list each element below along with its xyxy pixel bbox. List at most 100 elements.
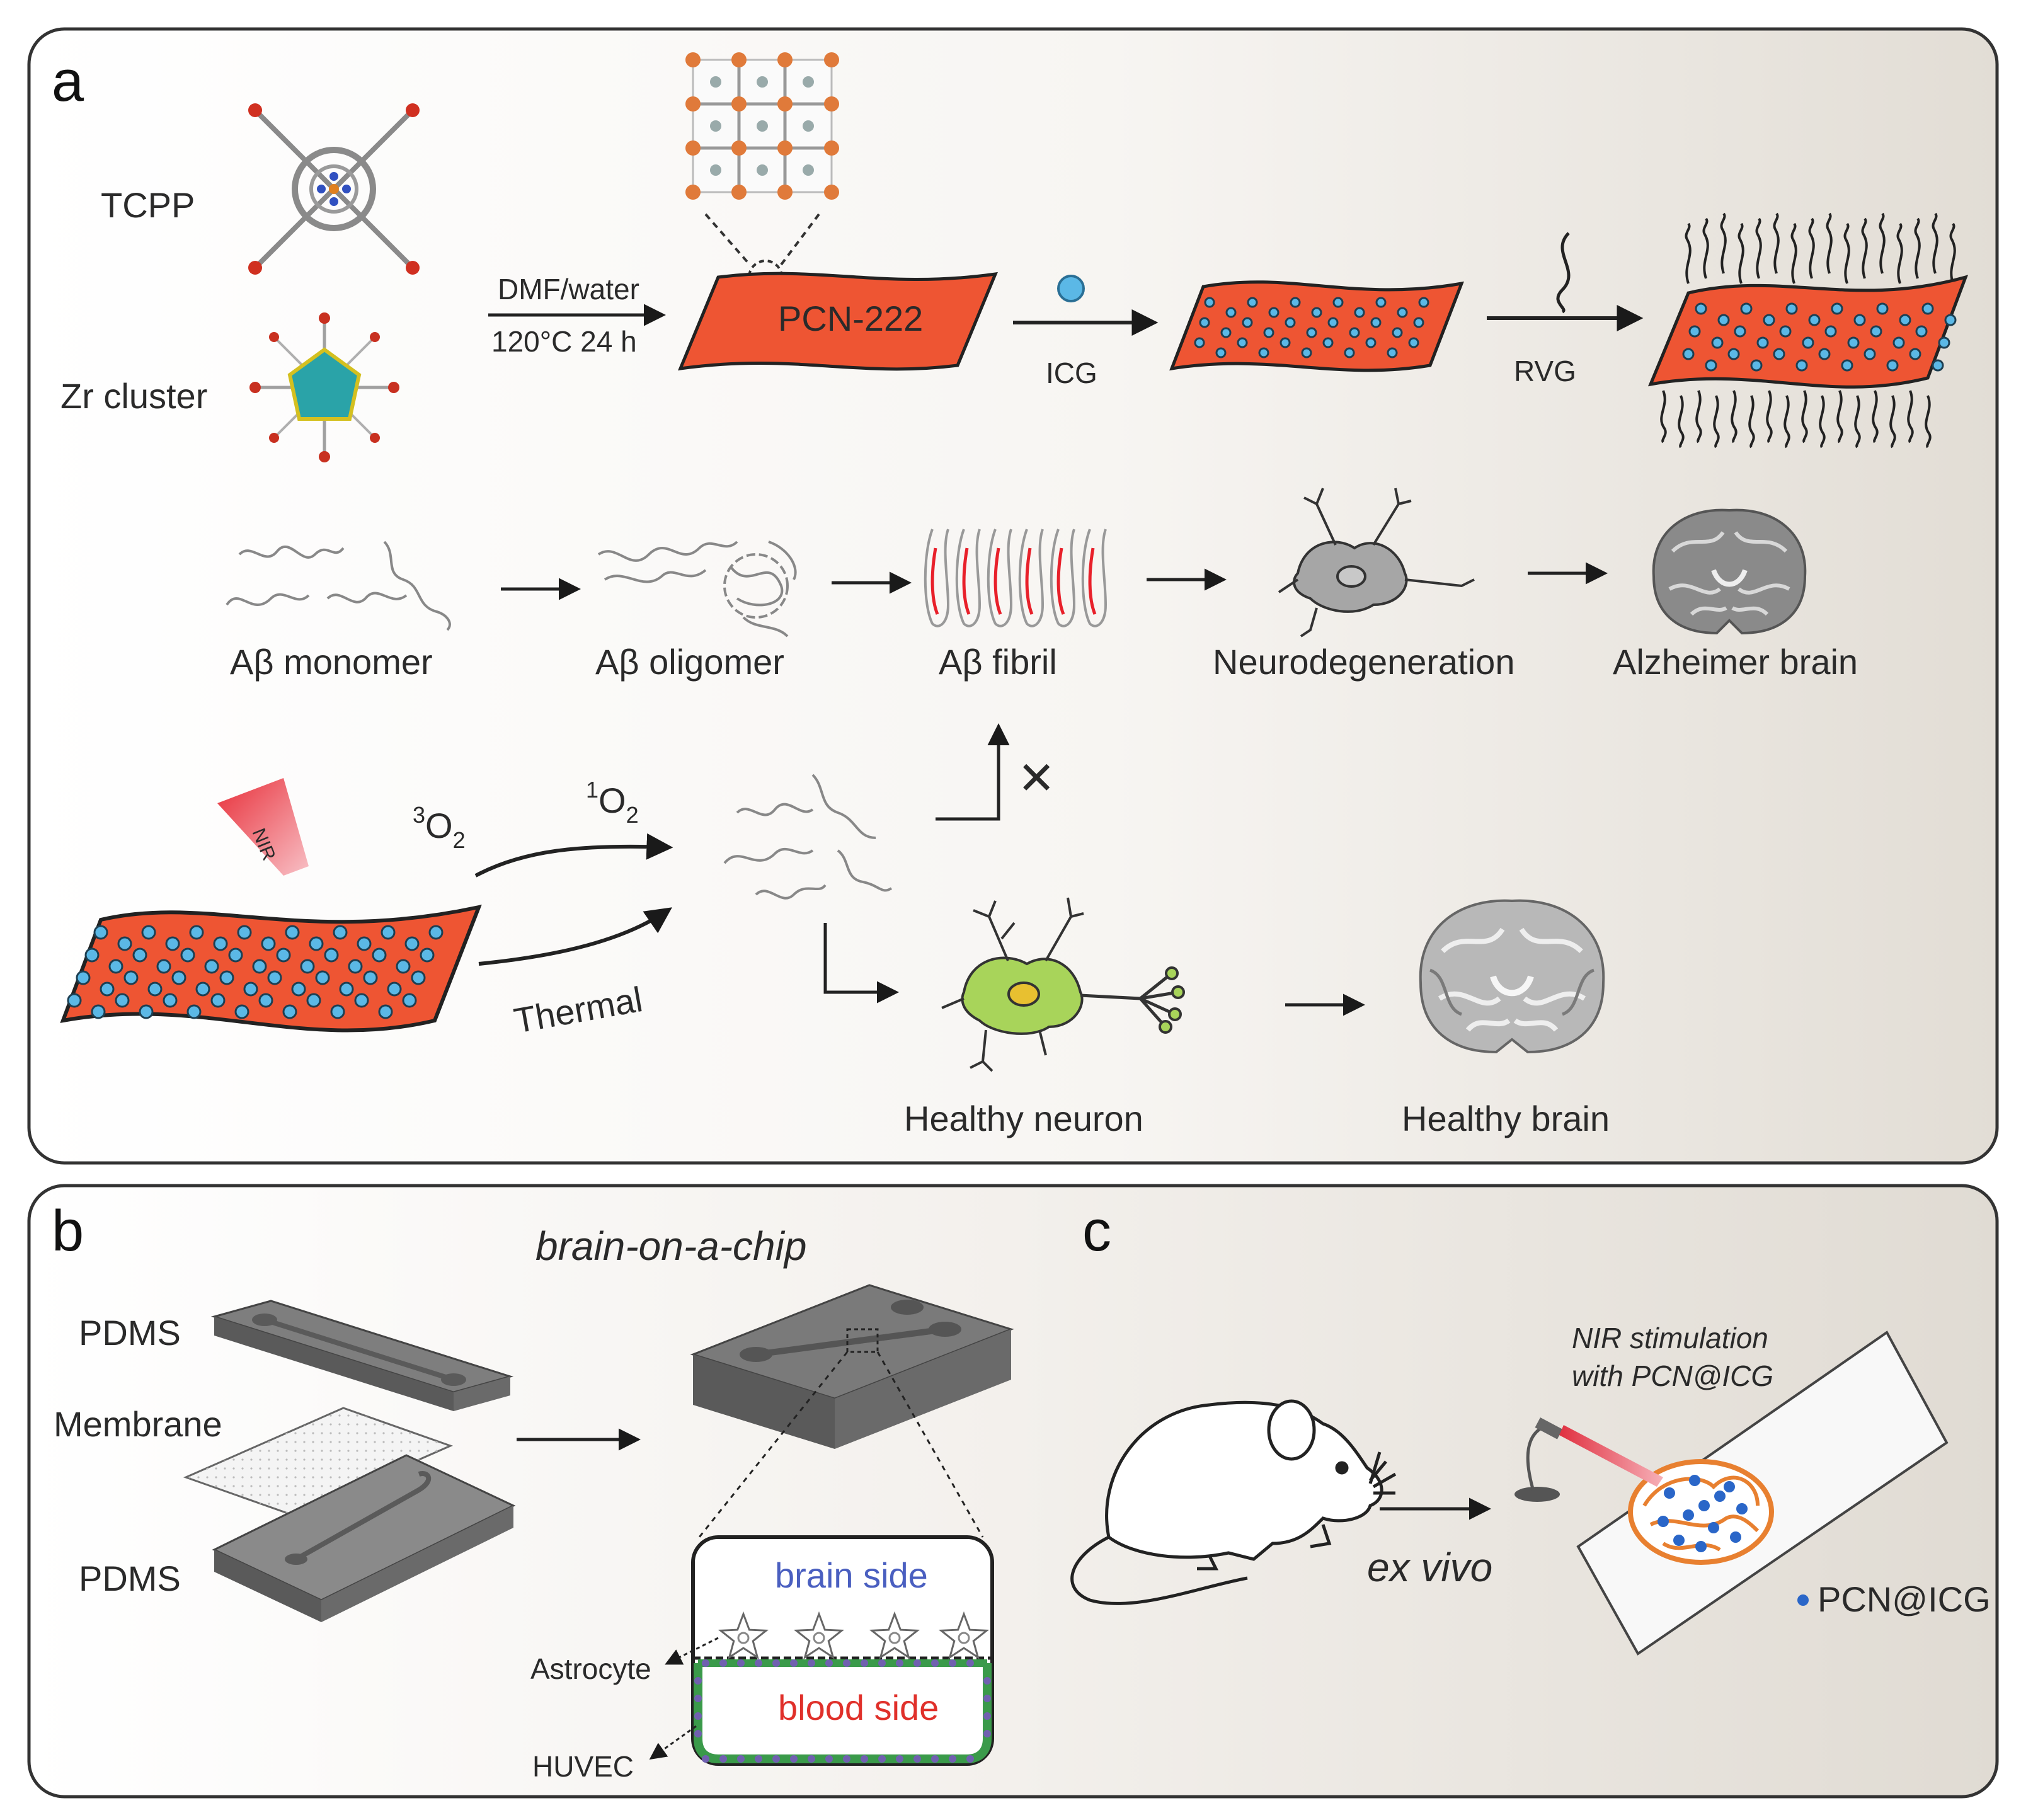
huvec-lining — [694, 1663, 992, 1763]
rvg-chain — [1783, 395, 1790, 449]
rvg-chain — [1766, 390, 1773, 444]
rvg-chain — [1720, 212, 1727, 274]
astrocyte-row — [718, 1611, 990, 1660]
icg-dot — [291, 982, 306, 997]
icg-dot — [411, 970, 426, 985]
icg-dot — [1921, 302, 1934, 315]
huvec-nucleus — [808, 1659, 815, 1667]
icg-label: ICG — [1046, 357, 1097, 389]
icg-dot — [1408, 337, 1419, 348]
healthy-path-arrow — [823, 923, 899, 1004]
icg-dot — [1370, 317, 1382, 328]
rvg-chain — [1660, 390, 1667, 444]
icg-dot — [1332, 297, 1344, 308]
icg-dot — [1892, 336, 1905, 349]
rvg-chain — [1843, 222, 1850, 284]
icg-dot — [213, 936, 228, 951]
nir-stimulation-line2: with PCN@ICG — [1572, 1359, 1773, 1392]
rvg-chain — [1914, 217, 1921, 279]
icg-dot — [1327, 317, 1339, 328]
abeta-monomer-label: Aβ monomer — [230, 642, 433, 682]
huvec-nucleus — [843, 1659, 850, 1667]
icg-dot — [1247, 297, 1258, 308]
icg-dot — [1853, 314, 1866, 326]
icg-dot — [420, 947, 435, 963]
huvec-nucleus — [694, 1712, 702, 1720]
pdms-top-layer — [210, 1300, 514, 1411]
huvec-label: HUVEC — [532, 1750, 634, 1783]
blocked-cross-icon: ✕ — [1017, 753, 1055, 804]
icg-dot — [1876, 302, 1889, 315]
rvg-chain — [1731, 390, 1738, 444]
icg-dot — [1354, 307, 1365, 318]
icg-dot — [315, 970, 330, 985]
rvg-chains — [1660, 212, 1956, 449]
tcpp-label: TCPP — [101, 185, 195, 225]
huvec-nucleus — [694, 1677, 702, 1685]
fibril-strand — [955, 529, 982, 627]
astrocyte-nucleus — [888, 1632, 901, 1644]
icg-dot — [1237, 337, 1248, 348]
huvec-nucleus — [790, 1755, 798, 1763]
blood-side-label: blood side — [778, 1688, 939, 1727]
icg-dot — [1841, 359, 1853, 372]
rvg-chain — [1755, 217, 1762, 279]
icg-dot — [339, 982, 354, 997]
icg-dot — [306, 993, 321, 1008]
icg-dot — [1280, 337, 1291, 348]
icg-dot — [1301, 347, 1312, 358]
rvg-chain — [1678, 395, 1685, 449]
rvg-chain — [1932, 212, 1938, 274]
icg-dot — [1344, 347, 1355, 358]
icg-dot — [100, 982, 115, 997]
condition-top-label: DMF/water — [498, 273, 639, 306]
fibril-core — [1088, 547, 1097, 615]
degenerating-neuron-icon — [1278, 488, 1475, 638]
astrocyte-cell-icon — [793, 1611, 845, 1660]
icg-dot — [147, 982, 163, 997]
panel-a: a TCPP Zr cluster — [27, 27, 1999, 1165]
huvec-nucleus — [772, 1659, 780, 1667]
nir-stimulation-line1: NIR stimulation — [1572, 1322, 1768, 1354]
fibril-strand — [1081, 529, 1108, 627]
pcn-icg-dot — [1695, 1541, 1707, 1552]
icg-dot — [1750, 359, 1763, 372]
astrocyte-label: Astrocyte — [530, 1652, 651, 1685]
panel-a-frame — [27, 27, 1999, 1165]
icg-dot — [67, 993, 82, 1008]
icg-loaded-sheet — [1169, 280, 1464, 372]
icg-dot — [1199, 317, 1210, 328]
alzheimer-brain-icon — [1652, 508, 1807, 635]
huvec-nucleus — [755, 1755, 762, 1763]
ex-vivo-label: ex vivo — [1367, 1545, 1492, 1590]
icg-dot — [1349, 327, 1360, 338]
panel-bc: b brain-on-a-chip PDMS Membrane PDMS — [27, 1184, 1999, 1799]
rvg-chain — [1861, 217, 1868, 279]
icg-dot — [324, 947, 339, 963]
mouse-icon — [1070, 1399, 1397, 1605]
icg-dot — [1268, 307, 1280, 318]
astrocyte-cell-icon — [938, 1611, 990, 1660]
icg-dot — [330, 1004, 345, 1019]
icg-molecule-icon — [1057, 275, 1085, 302]
icg-loaded-dots — [1194, 297, 1429, 358]
ros-arrow — [474, 833, 673, 878]
icg-dot — [91, 1004, 106, 1019]
icg-dot — [139, 1004, 154, 1019]
icg-dot — [1220, 327, 1232, 338]
icg-dot — [189, 925, 204, 940]
brain-side-label: brain side — [775, 1555, 928, 1595]
pcn-icg-dot — [1673, 1535, 1685, 1546]
condition-bottom-label: 120°C 24 h — [491, 325, 637, 358]
abeta-monomer-icon — [226, 541, 451, 631]
icg-dot — [1808, 314, 1821, 326]
icg-dot — [163, 993, 178, 1008]
huvec-nucleus — [949, 1755, 956, 1763]
icg-dot — [267, 970, 282, 985]
icg-dot — [1779, 325, 1792, 338]
triplet-oxygen-label: 3O2 — [413, 802, 466, 853]
icg-dot — [300, 959, 315, 974]
rvg-chain — [1836, 390, 1843, 444]
icg-dot — [234, 1004, 249, 1019]
